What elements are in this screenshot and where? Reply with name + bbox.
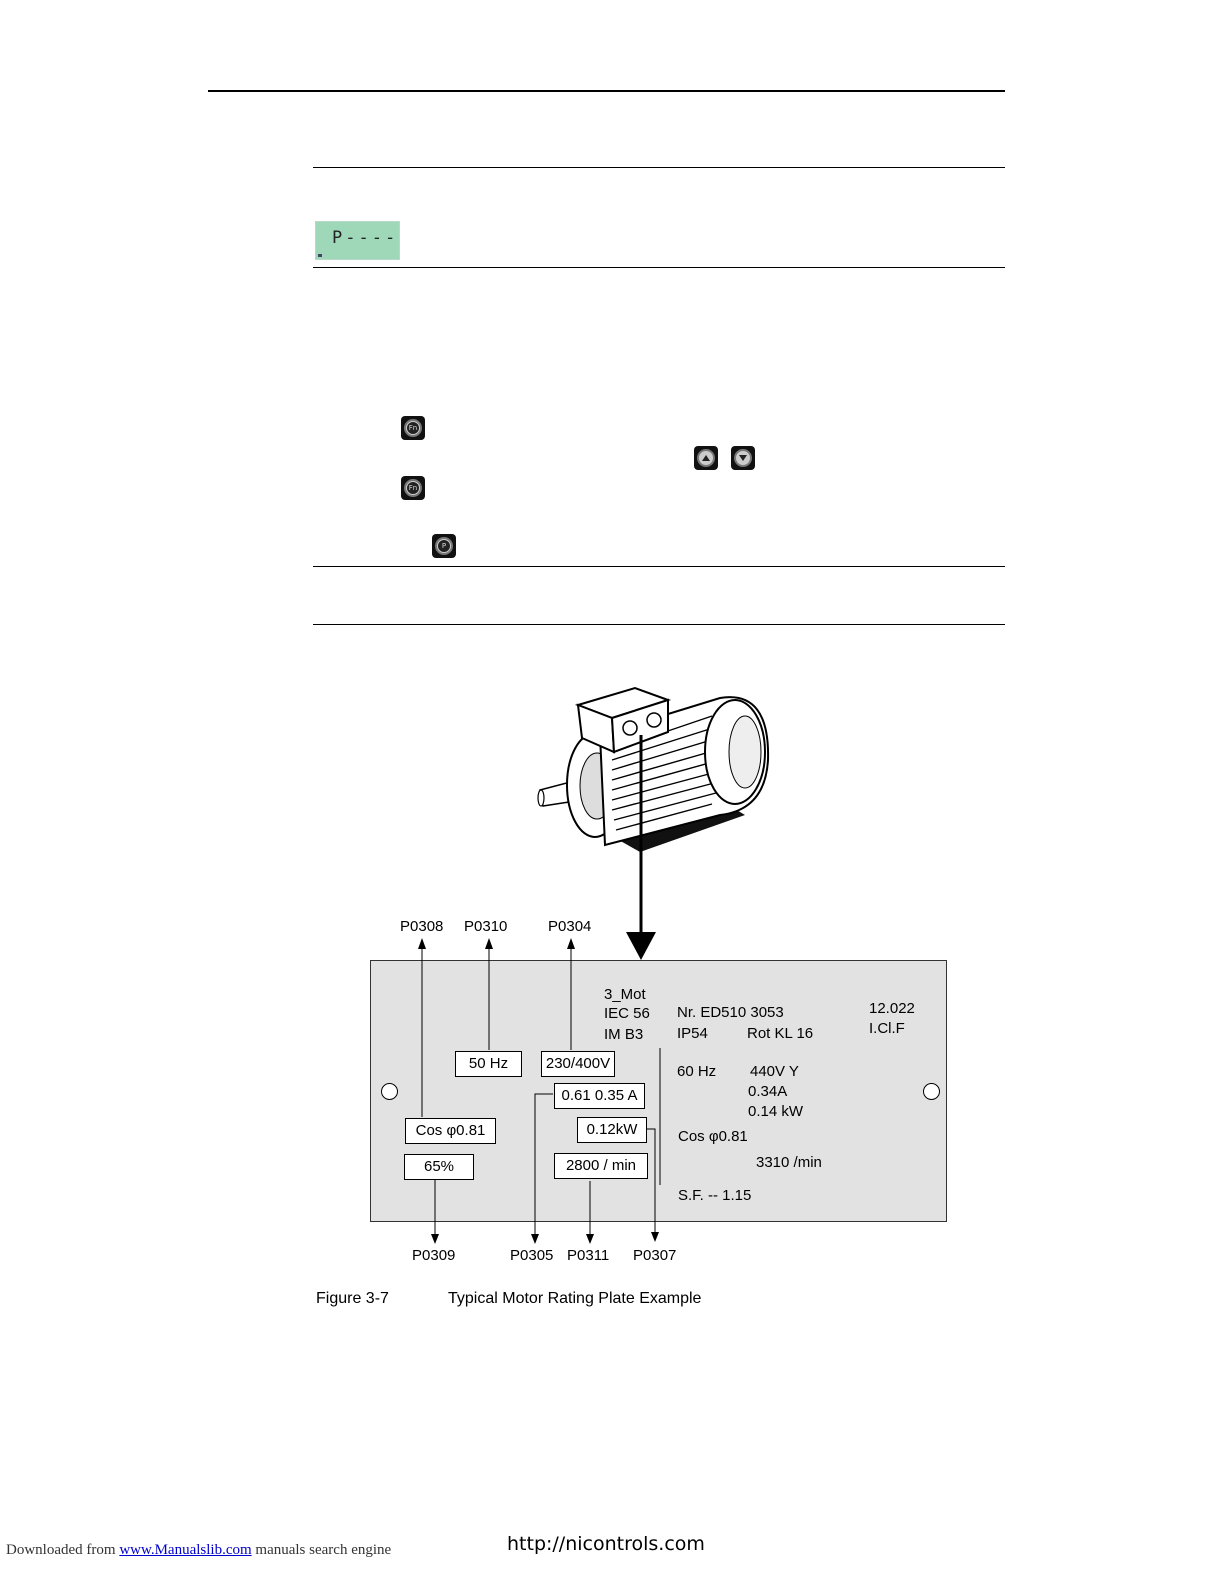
manualslib-link[interactable]: www.Manualslib.com [119,1542,252,1558]
footer-tagline: manuals search engine [255,1542,392,1558]
p-key-icon: P [432,534,456,558]
parameter-leader-lines [418,938,661,1244]
param-label-p0304: P0304 [548,918,592,935]
plate-service-factor: S.F. -- 1.15 [678,1187,752,1204]
plate-efficiency: 65% [404,1154,474,1180]
mounting-hole-right [923,1083,940,1100]
footer-url[interactable]: http://nicontrols.com [507,1533,705,1555]
figure-title: Typical Motor Rating Plate Example [448,1290,702,1307]
plate-insulation-class: I.Cl.F [869,1020,905,1037]
plate-model: 3_Mot [604,986,646,1003]
param-label-p0309: P0309 [412,1247,456,1264]
plate-cos-phi-60hz: Cos φ0.81 [678,1128,748,1145]
param-label-p0307: P0307 [633,1247,677,1264]
plate-code: 12.022 [869,1000,915,1017]
plate-im: IM B3 [604,1026,644,1043]
down-arrow-icon [739,455,747,461]
section-rule-3 [313,566,1005,567]
plate-iec: IEC 56 [604,1005,650,1022]
downloaded-from-text: Downloaded from [6,1542,116,1558]
param-label-p0308: P0308 [400,918,444,935]
plate-cos-phi-50hz: Cos φ0.81 [405,1118,496,1144]
param-label-p0311: P0311 [567,1247,610,1264]
motor-illustration [537,686,770,960]
lcd-display-text: P---- [332,228,399,248]
fn-key-icon-2: Fn [401,476,425,500]
plate-power-60hz: 0.14 kW [748,1103,804,1120]
lcd-display: P---- [315,221,400,260]
section-rule-4 [313,624,1005,625]
mounting-hole-left [381,1083,398,1100]
plate-ip-rating: IP54 [677,1025,708,1042]
section-rule-2 [313,267,1005,268]
motor-rating-plate: 3_Mot IEC 56 IM B3 Nr. ED510 3053 IP54 R… [370,960,947,1222]
up-arrow-icon [702,455,710,461]
plate-power-50hz: 0.12kW [577,1117,647,1143]
plate-voltage-50hz: 230/400V [541,1051,615,1077]
section-rule-1 [313,167,1005,168]
plate-speed-50hz: 2800 / min [554,1153,648,1179]
param-label-p0310: P0310 [464,918,508,935]
plate-current-60hz: 0.34A [748,1083,788,1100]
down-key-icon [731,446,755,470]
plate-rot-kl: Rot KL 16 [747,1025,814,1042]
plate-frequency-50hz: 50 Hz [455,1051,522,1077]
plate-speed-60hz: 3310 /min [756,1154,822,1171]
page-header-rule [208,90,1005,92]
fn-key-icon: Fn [401,416,425,440]
plate-serial-number: Nr. ED510 3053 [677,1004,784,1021]
plate-current-50hz: 0.61 0.35 A [554,1083,645,1109]
plate-voltage-60hz: 440V Y [750,1063,799,1080]
plate-frequency-60hz: 60 Hz [677,1063,717,1080]
up-key-icon [694,446,718,470]
download-footer: Downloaded from www.Manualslib.com manua… [6,1542,391,1559]
figure-number: Figure 3-7 [316,1290,389,1307]
param-label-p0305: P0305 [510,1247,554,1264]
lcd-indicator [318,254,322,257]
